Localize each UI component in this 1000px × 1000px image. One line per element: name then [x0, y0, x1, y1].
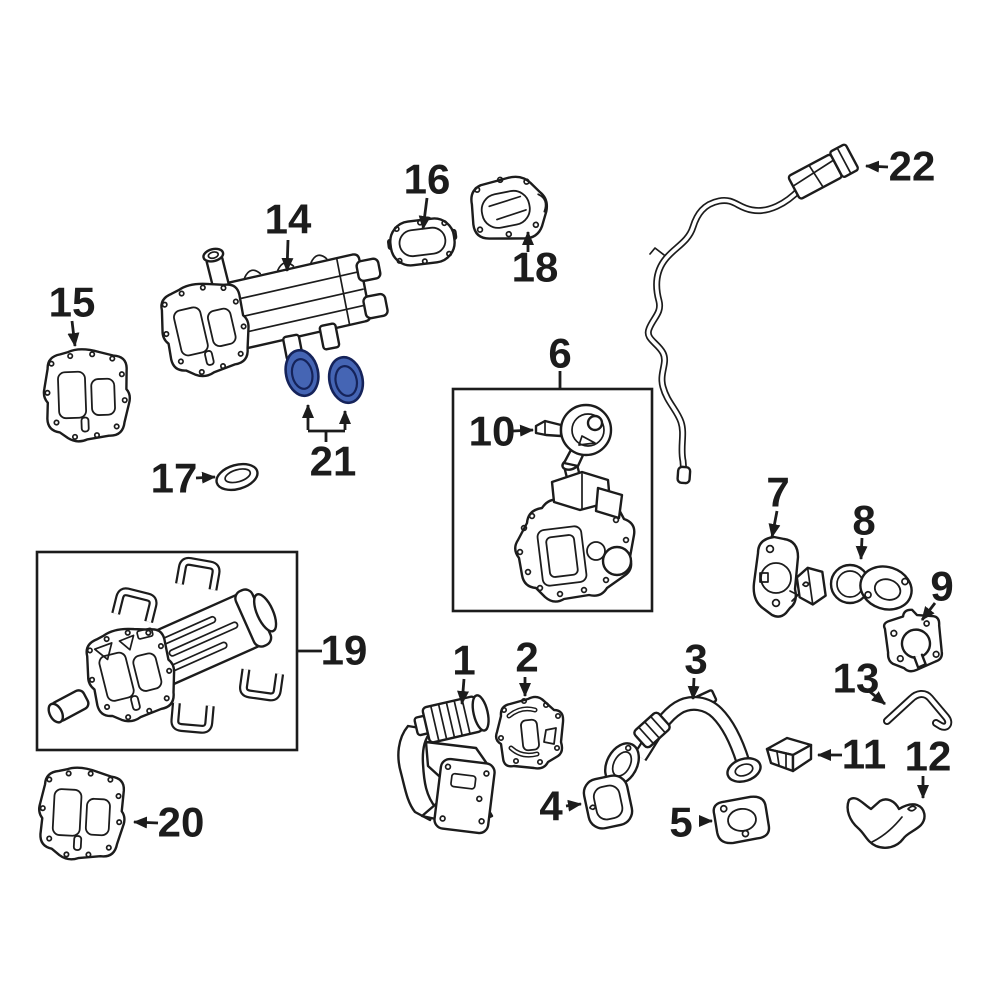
callout-21-label[interactable]: 21	[310, 438, 357, 485]
part-10-throttle-plate[interactable]	[534, 403, 613, 468]
part-19-clamp-4	[174, 703, 210, 730]
callout-22-arrow	[865, 160, 889, 173]
part-5-gasket[interactable]	[712, 795, 771, 845]
part-22-sensor-tip	[676, 465, 692, 485]
callout-1-arrow	[457, 678, 470, 705]
callout-15: 15	[49, 279, 96, 347]
callout-13-arrow	[868, 689, 886, 706]
part-8-valve-adapter[interactable]	[795, 560, 917, 616]
callout-20-label[interactable]: 20	[158, 799, 205, 846]
part-21-seals[interactable]	[282, 347, 367, 406]
callout-20: 20	[133, 799, 205, 846]
callouts: 1 2 3 4 5 6 7 8	[49, 143, 954, 846]
callout-7-label[interactable]: 7	[766, 469, 789, 516]
part-21-seal-right	[327, 355, 365, 405]
callout-13-label[interactable]: 13	[833, 655, 880, 702]
callout-14-arrow	[281, 239, 294, 272]
callout-5-label[interactable]: 5	[669, 799, 692, 846]
callout-7-arrow	[768, 510, 781, 538]
callout-11: 11	[817, 731, 886, 778]
callout-15-label[interactable]: 15	[49, 279, 96, 326]
callout-9-label[interactable]: 9	[930, 563, 953, 610]
callout-9-arrow	[920, 602, 937, 621]
part-12-bracket[interactable]	[846, 796, 926, 849]
part-22-connector	[787, 143, 859, 200]
part-19-clamp-2	[179, 560, 217, 590]
callout-3-arrow	[687, 677, 700, 700]
callout-1: 1	[452, 637, 476, 705]
part-6-kit-box	[451, 387, 654, 613]
part-7-gasket[interactable]	[752, 535, 800, 618]
part-18-gasket[interactable]	[468, 172, 551, 244]
callout-16-label[interactable]: 16	[404, 156, 451, 203]
callout-5: 5	[669, 799, 713, 846]
callout-6-label[interactable]: 6	[548, 330, 571, 377]
callout-21-bracket	[308, 429, 345, 442]
callout-21: 21	[302, 404, 357, 485]
part-11-bracket[interactable]	[765, 736, 813, 773]
callout-12-label[interactable]: 12	[905, 733, 952, 780]
callout-14-label[interactable]: 14	[265, 196, 312, 243]
part-22-sensor-harness[interactable]	[648, 143, 859, 485]
part-19-cooler-kit[interactable]	[35, 550, 299, 752]
callout-17-arrow	[195, 471, 216, 484]
part-6-valve-assembly	[514, 458, 636, 603]
callout-18-label[interactable]: 18	[512, 244, 559, 291]
part-4-gasket[interactable]	[581, 773, 634, 831]
part-1-egr-valve[interactable]	[397, 694, 496, 835]
callout-19-label[interactable]: 19	[321, 627, 368, 674]
callout-11-label[interactable]: 11	[842, 731, 886, 778]
part-17-seal[interactable]	[214, 460, 261, 495]
callout-10-arrow	[512, 424, 534, 437]
callout-22: 22	[865, 143, 936, 190]
callout-8-arrow	[855, 537, 868, 560]
callout-3: 3	[684, 636, 708, 700]
callout-3-label[interactable]: 3	[684, 636, 707, 683]
callout-2-label[interactable]: 2	[515, 634, 538, 681]
callout-17: 17	[151, 455, 216, 502]
part-13-hose[interactable]	[887, 694, 948, 727]
callout-13: 13	[833, 655, 886, 706]
part-19-clamp-1	[116, 590, 155, 622]
part-19-tube	[47, 689, 90, 724]
callout-14: 14	[265, 196, 312, 272]
part-6-egr-valve-kit[interactable]	[451, 387, 654, 613]
callout-2: 2	[515, 634, 539, 697]
callout-10: 10	[469, 408, 534, 455]
callout-22-label[interactable]: 22	[889, 143, 936, 190]
callout-4-arrow	[565, 799, 582, 812]
callout-1-label[interactable]: 1	[452, 637, 475, 684]
callout-4: 4	[539, 783, 582, 830]
callout-10-label[interactable]: 10	[469, 408, 516, 455]
part-15-gasket[interactable]	[41, 346, 133, 444]
callout-8: 8	[852, 497, 876, 560]
callout-16-arrow	[418, 197, 431, 230]
callout-9: 9	[920, 563, 954, 621]
part-9-gasket[interactable]	[881, 605, 947, 675]
callout-8-label[interactable]: 8	[852, 497, 875, 544]
callout-16: 16	[404, 156, 451, 230]
callout-4-label[interactable]: 4	[539, 783, 563, 830]
callout-19: 19	[298, 627, 367, 674]
callout-6: 6	[548, 330, 572, 388]
part-2-gasket[interactable]	[494, 695, 565, 770]
part-21-seal-left	[284, 348, 320, 398]
callout-20-arrow	[133, 816, 159, 829]
callout-7: 7	[766, 469, 790, 538]
part-19-kit-box	[35, 550, 299, 752]
part-14-egr-cooler[interactable]	[152, 244, 393, 385]
part-20-gasket[interactable]	[35, 764, 129, 864]
callout-17-label[interactable]: 17	[151, 455, 198, 502]
callout-18: 18	[512, 231, 559, 291]
part-3-egr-tube[interactable]	[598, 689, 763, 791]
callout-12: 12	[905, 733, 952, 799]
part-19-clamp-3	[243, 669, 280, 697]
callout-15-arrow	[67, 320, 80, 347]
